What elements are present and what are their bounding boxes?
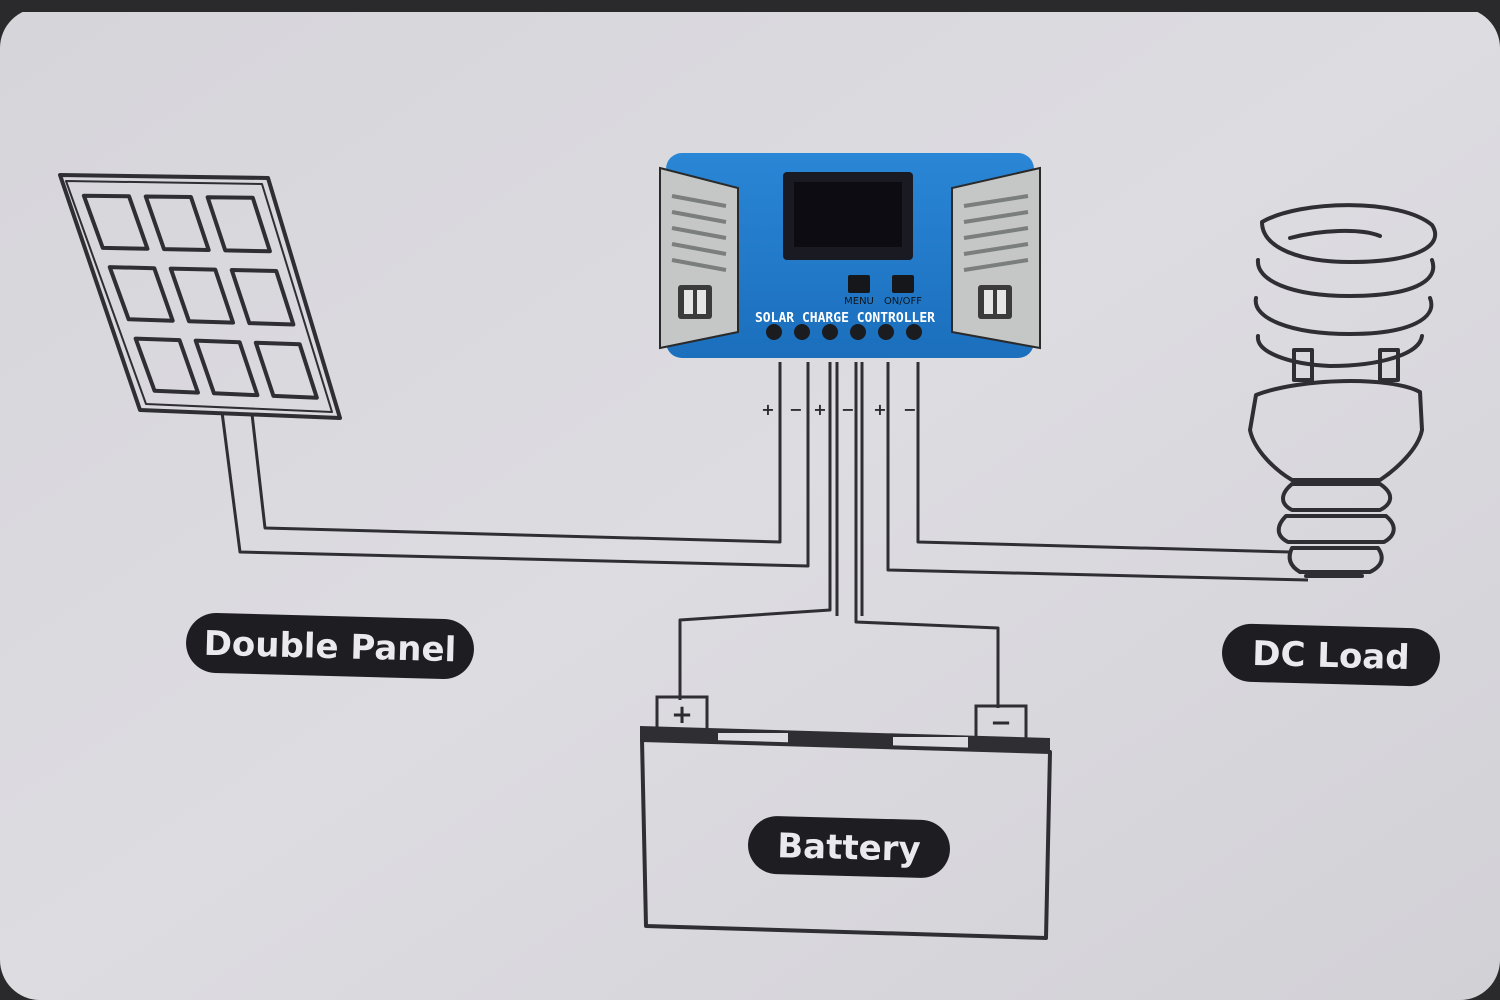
label-battery-text: Battery — [777, 826, 921, 870]
charge-controller: MENU ON/OFF SOLAR CHARGE CONTROLLER — [659, 153, 1041, 358]
solar-cell — [253, 340, 319, 400]
solar-cell — [229, 268, 296, 327]
solar-cell — [168, 266, 236, 325]
battery-positive-sign: + — [671, 700, 693, 730]
polarity-3: + — [813, 400, 826, 419]
polarity-6: − — [903, 400, 916, 419]
usb-port-left-icon — [678, 285, 712, 319]
label-battery: Battery — [748, 816, 950, 878]
solar-cell — [133, 336, 200, 395]
usb-port-right-icon — [978, 285, 1012, 319]
terminal-polarity-labels: + − + − + − — [761, 400, 916, 419]
menu-label: MENU — [844, 296, 874, 307]
solar-panel-icon — [58, 173, 810, 568]
controller-wires — [678, 362, 1309, 708]
polarity-5: + — [873, 400, 886, 419]
diagram-board — [0, 8, 1500, 1000]
menu-button[interactable] — [848, 275, 870, 293]
light-bulb-icon — [1248, 203, 1438, 578]
label-double-panel-text: Double Panel — [203, 624, 457, 671]
label-double-panel: Double Panel — [186, 613, 474, 679]
polarity-1: + — [761, 400, 774, 419]
battery-icon: + − — [640, 695, 1052, 940]
terminal-screws — [766, 324, 922, 340]
onoff-label: ON/OFF — [884, 296, 922, 307]
solar-cell — [107, 265, 175, 323]
polarity-2: − — [789, 400, 802, 419]
solar-cell — [205, 195, 272, 254]
left-grille — [659, 166, 739, 350]
label-dc-load: DC Load — [1222, 623, 1440, 687]
solar-cell — [193, 338, 260, 398]
label-dc-load-text: DC Load — [1252, 634, 1410, 678]
solar-cell — [81, 193, 150, 251]
controller-title: SOLAR CHARGE CONTROLLER — [755, 311, 935, 326]
battery-negative-sign: − — [990, 708, 1012, 738]
top-edge — [0, 0, 1500, 12]
display-screen — [794, 182, 902, 247]
onoff-button[interactable] — [892, 275, 914, 293]
polarity-4: − — [841, 400, 854, 419]
solar-cell — [143, 194, 211, 253]
